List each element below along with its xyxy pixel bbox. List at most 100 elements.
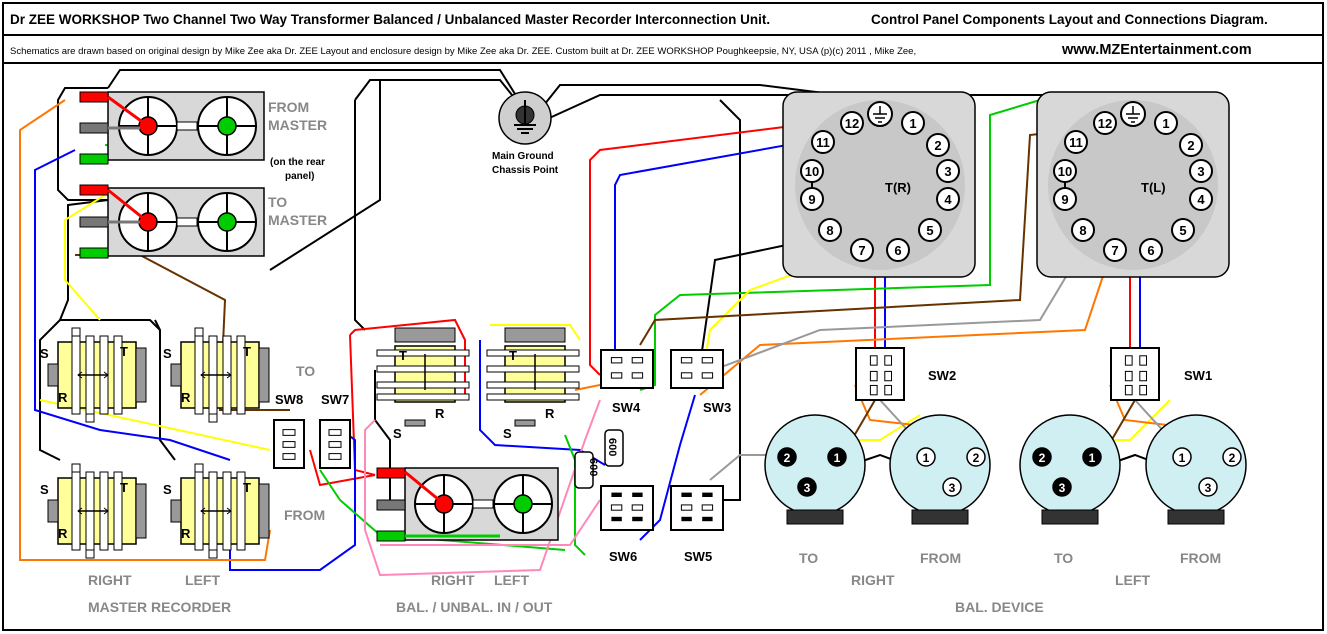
svg-text:panel): panel) xyxy=(285,171,314,182)
switch-label: SW6 xyxy=(609,549,637,564)
pin-number: 3 xyxy=(1197,164,1204,179)
switch-label: SW4 xyxy=(612,400,641,415)
xlr-female-connector[interactable]: 1 2 3 xyxy=(1019,414,1121,525)
transformer-pin: 10 xyxy=(800,159,824,183)
pin-number: 5 xyxy=(1179,223,1186,238)
xlr-pin-number: 1 xyxy=(923,451,930,465)
resistor-600-b: 600 xyxy=(604,429,624,467)
xlr-pin-number: 1 xyxy=(1089,451,1096,465)
ring-letter: R xyxy=(435,406,445,421)
pin-number: 6 xyxy=(1147,243,1154,258)
xlr-pin: 1 xyxy=(1082,447,1102,467)
transformer-pin: 11 xyxy=(811,130,835,154)
xlr-pin: 3 xyxy=(942,477,962,497)
xlr-female-connector[interactable]: 123 xyxy=(764,414,866,525)
baldev-title: BAL. DEVICE xyxy=(955,599,1044,615)
transformer-pin: 11 xyxy=(1064,130,1088,154)
wire-tab-green xyxy=(79,247,109,259)
switch-sw3[interactable]: SW3 xyxy=(670,349,731,415)
balunbal-title: BAL. / UNBAL. IN / OUT xyxy=(396,599,553,615)
xlr-male-connector[interactable]: 1 23 xyxy=(889,414,991,525)
xlr-pin-number: 1 xyxy=(1179,451,1186,465)
switch-label: SW8 xyxy=(275,392,303,407)
xlr-bal-unbal xyxy=(376,467,559,542)
sleeve-letter: S xyxy=(393,426,402,441)
wire-tab-red xyxy=(79,184,109,196)
svg-text:MASTER: MASTER xyxy=(268,212,327,228)
transformer-pin: 2 xyxy=(926,133,950,157)
credits-text: Schematics are drawn based on original d… xyxy=(10,46,916,57)
master-left-label: LEFT xyxy=(185,572,220,588)
switch-sw2[interactable]: SW2 xyxy=(855,347,956,401)
xlr-from-master: FROM MASTER (on the rear panel) xyxy=(79,91,327,182)
xlr-pin-number: 2 xyxy=(1039,451,1046,465)
svg-text:MASTER: MASTER xyxy=(268,117,327,133)
bal-unbal-jack[interactable]: TRS xyxy=(376,327,470,441)
switch-sw7[interactable]: SW7 xyxy=(319,392,351,469)
transformer-pin: 4 xyxy=(936,187,960,211)
ground-symbol-icon xyxy=(867,101,893,127)
baldev-left-label: LEFT xyxy=(1115,572,1150,588)
pin-number: 12 xyxy=(845,116,859,131)
transformer-pin: 8 xyxy=(1071,218,1095,242)
wire-tab-gray xyxy=(79,216,109,228)
cold-pin xyxy=(513,494,533,514)
cold-pin xyxy=(217,116,237,136)
bal-unbal-jack[interactable]: TRS xyxy=(486,327,580,441)
transformer-pin: 6 xyxy=(886,238,910,262)
main-ground-point: Main Ground Chassis Point xyxy=(492,91,559,176)
master-right-label: RIGHT xyxy=(88,572,132,588)
to-master-label: TO xyxy=(268,194,287,210)
website-link[interactable]: www.MZEntertainment.com xyxy=(1061,42,1252,58)
xlr-pin-number: 2 xyxy=(784,451,791,465)
transformer-pin: 7 xyxy=(1103,238,1127,262)
sleeve-letter: S xyxy=(163,346,172,361)
switch-sw8[interactable]: SW8 xyxy=(273,392,305,469)
pin-number: 3 xyxy=(944,164,951,179)
sleeve-letter: S xyxy=(40,346,49,361)
pin-number: 2 xyxy=(1187,138,1194,153)
pin-number: 11 xyxy=(816,135,830,150)
tip-letter: T xyxy=(243,344,251,359)
xlr-pin-number: 3 xyxy=(1205,481,1212,495)
switch-label: SW2 xyxy=(928,368,956,383)
transformer-pin: 3 xyxy=(936,159,960,183)
resistor-label: 600 xyxy=(606,438,618,456)
xlr-pin: 3 xyxy=(1052,477,1072,497)
transformer-pin: 3 xyxy=(1189,159,1213,183)
switch-sw6[interactable]: SW6 xyxy=(600,485,654,564)
xlr-pin-number: 3 xyxy=(949,481,956,495)
rear-panel-note: (on the rear xyxy=(270,157,325,168)
switch-sw1[interactable]: SW1 xyxy=(1110,347,1212,401)
switch-sw5[interactable]: SW5 xyxy=(670,485,724,564)
ring-letter: R xyxy=(181,390,191,405)
pin-number: 12 xyxy=(1098,116,1112,131)
transformer-pin: 2 xyxy=(1179,133,1203,157)
baldev-to-right: TO xyxy=(799,550,818,566)
pin-number: 8 xyxy=(826,223,833,238)
xlr-pin: 1 xyxy=(827,447,847,467)
switch-label: SW5 xyxy=(684,549,712,564)
wire-tab-gray xyxy=(376,499,406,511)
transformer-pin: 7 xyxy=(850,238,874,262)
pin-number: 7 xyxy=(1111,243,1118,258)
transformer-pin: 4 xyxy=(1189,187,1213,211)
wire-tab-red xyxy=(79,91,109,103)
resistor-label: 600 xyxy=(587,458,599,476)
transformer-pin: 9 xyxy=(1053,187,1077,211)
cold-pin xyxy=(217,212,237,232)
xlr-pin: 2 xyxy=(966,447,986,467)
trs-jack[interactable]: S T R xyxy=(163,327,270,423)
transformer-pin: 6 xyxy=(1139,238,1163,262)
switch-sw4[interactable]: SW4 xyxy=(600,349,654,415)
pin-number: 6 xyxy=(894,243,901,258)
xlr-pin-number: 3 xyxy=(1059,481,1066,495)
